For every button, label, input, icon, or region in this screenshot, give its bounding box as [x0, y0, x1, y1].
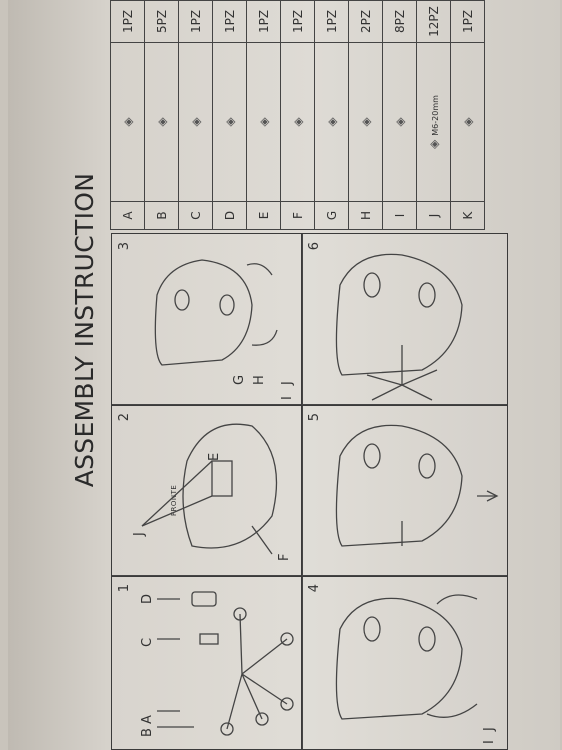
- part-illustration: ◈: [212, 42, 247, 202]
- part-qty: 1PZ: [110, 0, 145, 43]
- completed-chair-illustration: [335, 253, 463, 401]
- part-qty: 1PZ: [280, 0, 315, 43]
- bolt-spec: M6-20mm: [430, 95, 440, 136]
- part-illustration: ◈: [314, 42, 349, 202]
- parts-table: A ◈ 1PZ B ◈ 5PZ C ◈ 1PZ D ◈ 1PZ E ◈ 1PZ F ◈ 1PZ G ◈ 1PZ H ◈ 2PZ…: [110, 0, 485, 230]
- part-qty: 1PZ: [212, 0, 247, 43]
- part-qty: 2PZ: [348, 0, 383, 43]
- parts-row: K ◈ 1PZ: [450, 0, 485, 230]
- cylinder-cover-icon: ◈: [222, 117, 237, 127]
- step-5-panel: 5: [301, 404, 508, 577]
- part-illustration: ◈: [144, 42, 179, 202]
- base-assembly-illustration: [157, 591, 294, 736]
- chair-base-icon: ◈: [120, 117, 135, 127]
- step-3-panel: 3 G H I J: [111, 233, 303, 406]
- washer-icon: ◈: [392, 117, 407, 127]
- part-qty: 1PZ: [178, 0, 213, 43]
- part-letter: K: [450, 201, 485, 230]
- part-illustration: ◈: [178, 42, 213, 202]
- parts-row: J ◈ M6-20mm 12PZ: [416, 0, 451, 230]
- parts-row: E ◈ 1PZ: [246, 0, 281, 230]
- step-4-panel: 4 I J: [301, 575, 508, 750]
- part-letter: D: [212, 201, 247, 230]
- part-letter: F: [280, 201, 315, 230]
- backrest-icon: ◈: [324, 117, 339, 127]
- parts-row: G ◈ 1PZ: [314, 0, 349, 230]
- step-2-panel: 2 J E FRONTE F: [111, 404, 303, 577]
- parts-row: H ◈ 2PZ: [348, 0, 383, 230]
- parts-row: C ◈ 1PZ: [178, 0, 213, 230]
- step-1-panel: 1 D C A B: [111, 575, 303, 750]
- part-illustration: ◈: [450, 42, 485, 202]
- parts-row: A ◈ 1PZ: [110, 0, 145, 230]
- step-6-panel: 6: [301, 233, 508, 406]
- part-qty: 12PZ: [416, 0, 451, 43]
- parts-row: I ◈ 8PZ: [382, 0, 417, 230]
- seat-mechanism-illustration: [141, 423, 278, 555]
- part-letter: B: [144, 201, 179, 230]
- seat-mechanism-icon: ◈: [256, 117, 271, 127]
- part-qty: 1PZ: [246, 0, 281, 43]
- seat-cushion-icon: ◈: [290, 117, 305, 127]
- part-letter: I: [382, 201, 417, 230]
- parts-row: F ◈ 1PZ: [280, 0, 315, 230]
- part-qty: 1PZ: [450, 0, 485, 43]
- armrest-illustration: [335, 594, 478, 720]
- part-illustration: ◈: [382, 42, 417, 202]
- rotated-page: ASSEMBLY INSTRUCTION 1 D C A B 2 J E FRO…: [8, 0, 562, 750]
- part-letter: C: [178, 201, 213, 230]
- part-illustration: ◈: [110, 42, 145, 202]
- part-qty: 5PZ: [144, 0, 179, 43]
- armrest-icon: ◈: [358, 117, 373, 127]
- part-illustration: ◈: [280, 42, 315, 202]
- caster-wheel-icon: ◈: [154, 117, 169, 127]
- part-illustration: ◈: [246, 42, 281, 202]
- page-title: ASSEMBLY INSTRUCTION: [70, 172, 99, 488]
- part-letter: A: [110, 201, 145, 230]
- part-letter: H: [348, 201, 383, 230]
- part-letter: J: [416, 201, 451, 230]
- bolt-icon: ◈: [426, 139, 441, 149]
- part-illustration: ◈: [348, 42, 383, 202]
- gas-lift-cylinder-icon: ◈: [188, 117, 203, 127]
- instruction-sheet: ASSEMBLY INSTRUCTION 1 D C A B 2 J E FRO…: [8, 0, 560, 750]
- parts-row: B ◈ 5PZ: [144, 0, 179, 230]
- part-letter: E: [246, 201, 281, 230]
- allen-key-icon: ◈: [460, 117, 475, 127]
- part-qty: 8PZ: [382, 0, 417, 43]
- parts-row: D ◈ 1PZ: [212, 0, 247, 230]
- part-illustration: ◈ M6-20mm: [416, 42, 451, 202]
- backrest-illustration: [154, 259, 278, 366]
- part-letter: G: [314, 201, 349, 230]
- cylinder-insertion-illustration: [335, 424, 499, 547]
- part-qty: 1PZ: [314, 0, 349, 43]
